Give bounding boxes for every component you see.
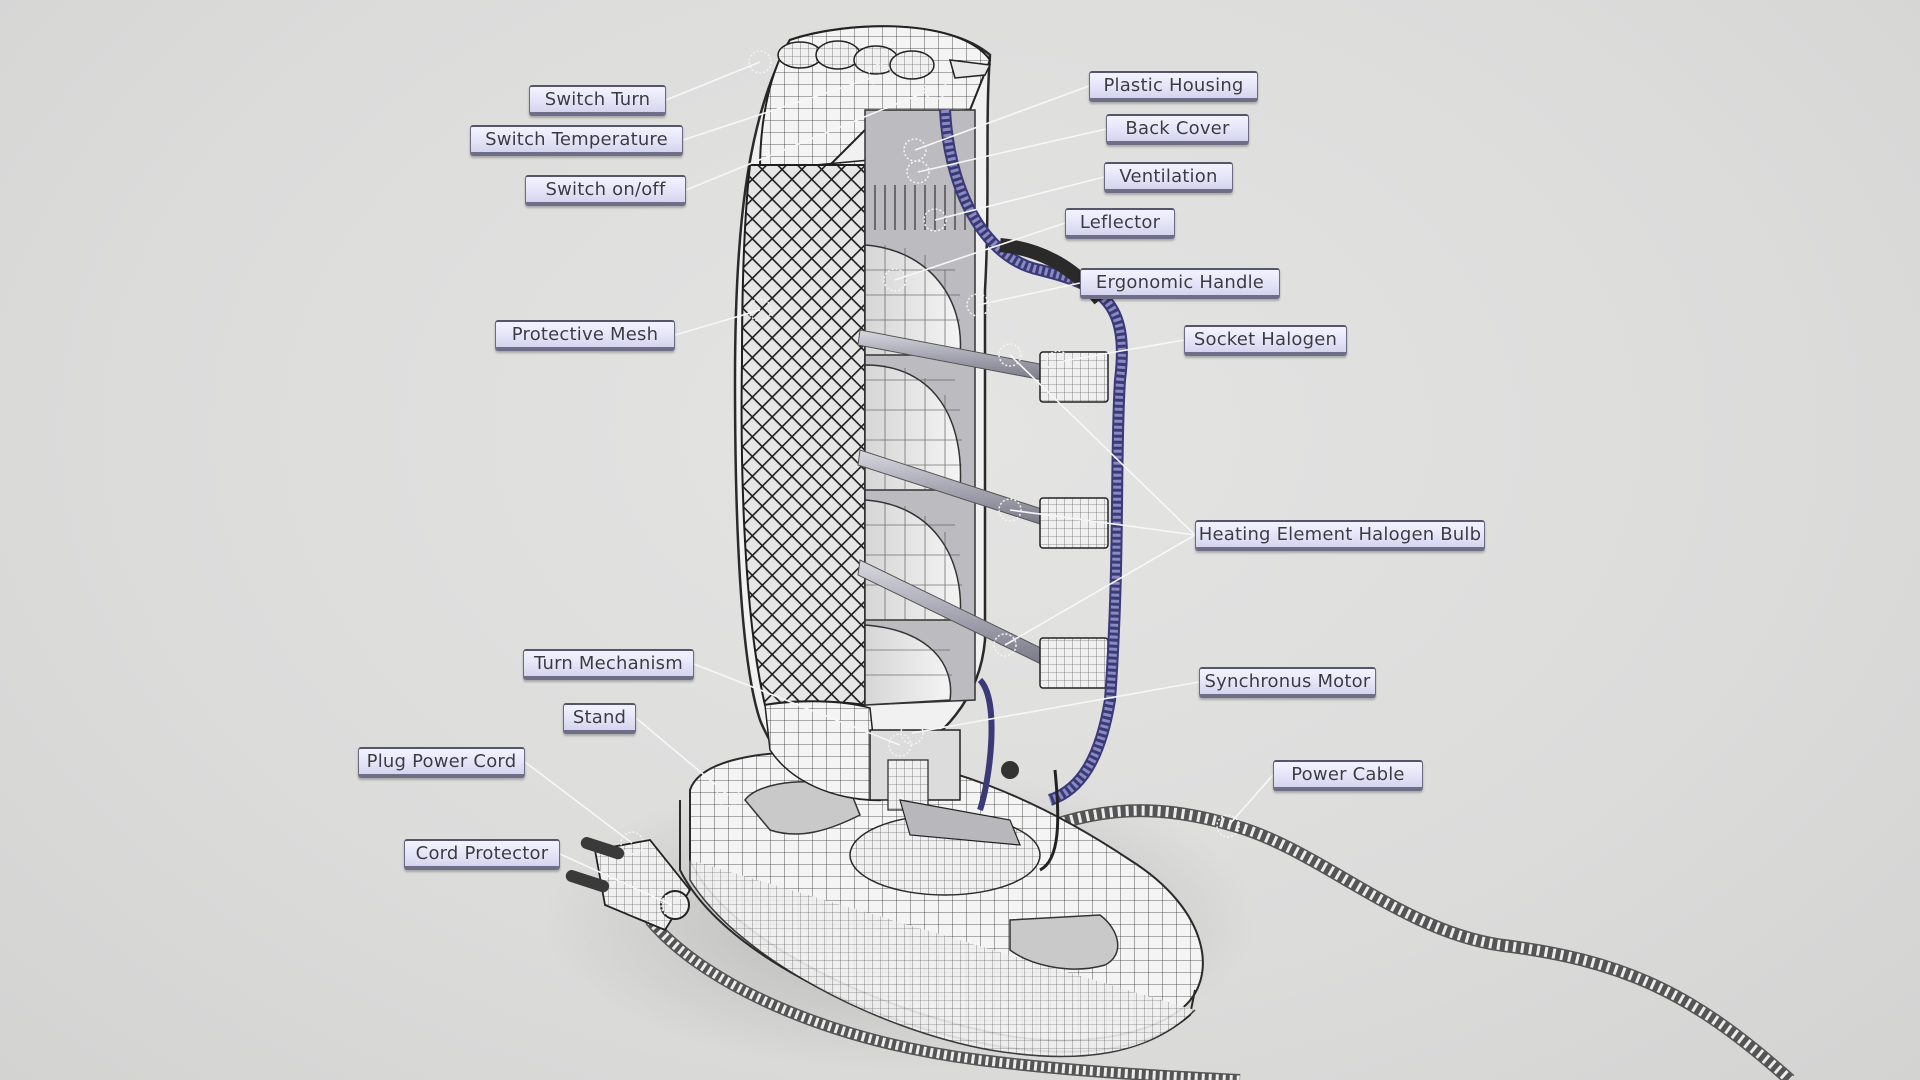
label-text: Back Cover [1125, 118, 1230, 139]
label-turn-mechanism: Turn Mechanism [523, 649, 694, 680]
anchor-circles [620, 50, 1240, 917]
label-stand: Stand [563, 703, 636, 734]
label-text: Synchronus Motor [1204, 671, 1371, 692]
label-switch-temperature: Switch Temperature [470, 125, 683, 156]
label-protective-mesh: Protective Mesh [495, 320, 675, 351]
label-ergonomic-handle: Ergonomic Handle [1080, 268, 1280, 299]
label-power-cable: Power Cable [1273, 760, 1423, 791]
label-text: Ergonomic Handle [1095, 272, 1265, 293]
halogen-sockets [1039, 351, 1109, 689]
label-text: Switch Temperature [485, 129, 668, 150]
label-back-cover: Back Cover [1106, 114, 1249, 145]
label-text: Power Cable [1291, 764, 1405, 785]
label-switch-turn: Switch Turn [529, 85, 666, 116]
label-text: Leflector [1079, 212, 1161, 233]
label-text: Switch on/off [545, 179, 666, 200]
label-text: Turn Mechanism [534, 653, 683, 674]
leader-lines [524, 61, 1274, 906]
label-text: Heating Element Halogen Bulb [1198, 524, 1482, 545]
label-socket-halogen: Socket Halogen [1184, 325, 1347, 356]
label-switch-onoff: Switch on/off [525, 175, 686, 206]
label-ventilation: Ventilation [1104, 162, 1233, 193]
label-cord-protector: Cord Protector [404, 839, 560, 870]
motor-assembly [869, 729, 1021, 846]
label-text: Switch Turn [544, 89, 651, 110]
label-text: Plug Power Cord [366, 751, 517, 772]
plug-graphic [565, 837, 692, 932]
label-text: Protective Mesh [511, 324, 659, 345]
label-plug-power-cord: Plug Power Cord [358, 747, 525, 778]
power-cable-graphic [645, 804, 1795, 1080]
label-plastic-housing: Plastic Housing [1089, 71, 1258, 102]
label-text: Ventilation [1119, 166, 1218, 187]
label-text: Cord Protector [415, 843, 549, 864]
heater-body-graphic [733, 25, 1128, 872]
label-text: Stand [572, 707, 627, 728]
label-leflector: Leflector [1065, 208, 1175, 239]
label-heating-element-halogen-bulb: Heating Element Halogen Bulb [1195, 520, 1485, 551]
label-synchronus-motor: Synchronus Motor [1199, 667, 1376, 698]
label-text: Socket Halogen [1193, 329, 1338, 350]
label-text: Plastic Housing [1103, 75, 1244, 96]
